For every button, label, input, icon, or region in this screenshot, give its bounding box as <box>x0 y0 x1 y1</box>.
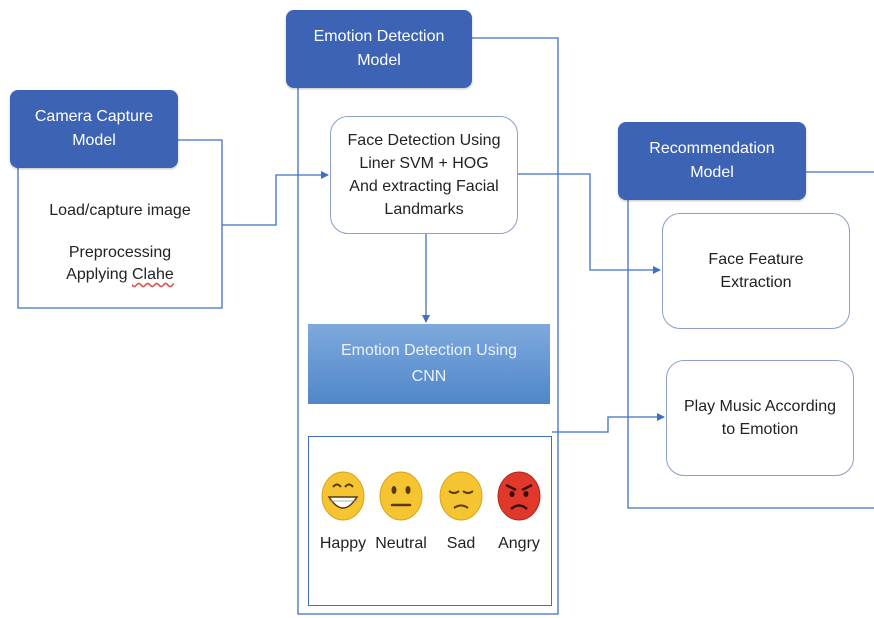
music-line2: to Emotion <box>721 421 799 438</box>
emotion-detection-model-header: Emotion Detection Model <box>286 10 472 88</box>
emotion-label-sad: Sad <box>446 535 476 552</box>
angry-face-icon <box>497 471 541 521</box>
cnn-line1: Emotion Detection Using <box>340 342 518 359</box>
camera-title-line2: Model <box>72 132 116 149</box>
feature-line2: Extraction <box>720 274 792 291</box>
recommendation-container-outline-left <box>627 198 874 509</box>
emotion-title-line2: Model <box>357 52 401 69</box>
feature-line1: Face Feature <box>708 251 804 268</box>
emotion-label-neutral: Neutral <box>375 535 427 552</box>
music-line1: Play Music According <box>683 398 837 415</box>
face-detection-to-feature-arrow <box>518 173 661 274</box>
camera-capture-model-header: Camera Capture Model <box>10 90 178 168</box>
emotion-title-line1: Emotion Detection <box>313 28 445 45</box>
applying-text: Applying <box>66 266 132 283</box>
emotion-label-angry: Angry <box>498 535 540 552</box>
face-feature-extraction-box: Face Feature Extraction <box>662 213 850 329</box>
camera-container-outline <box>17 139 223 309</box>
neutral-face-icon <box>379 471 423 521</box>
face-detection-line1: Face Detection Using <box>347 132 501 149</box>
emotions-box: Happy Neutral Sad Angry <box>308 436 552 606</box>
preprocessing-text: Preprocessing Applying Clahe <box>30 242 210 286</box>
emotion-container-outline <box>297 37 559 615</box>
load-capture-text: Load/capture image <box>49 202 191 219</box>
emotion-label-happy: Happy <box>319 535 367 552</box>
face-detection-line2: Liner SVM + HOG <box>359 155 489 172</box>
recommendation-model-header: Recommendation Model <box>618 122 806 200</box>
face-detection-line3: And extracting Facial <box>349 178 499 195</box>
camera-title-line1: Camera Capture <box>34 108 154 125</box>
camera-to-face-detection-arrow <box>222 171 329 226</box>
play-music-box: Play Music According to Emotion <box>666 360 854 476</box>
cnn-line2: CNN <box>411 368 447 385</box>
pensive-face-icon <box>439 471 483 521</box>
cnn-detection-box: Emotion Detection Using CNN <box>308 324 550 404</box>
grinning-face-icon <box>321 471 365 521</box>
recommendation-title-line1: Recommendation <box>649 140 775 157</box>
clahe-text: Clahe <box>132 266 174 283</box>
preprocessing-line1: Preprocessing <box>68 244 172 261</box>
face-detection-box: Face Detection Using Liner SVM + HOG And… <box>330 116 518 234</box>
recommendation-title-line2: Model <box>690 164 734 181</box>
emotion-to-music-arrow <box>552 413 665 433</box>
preprocessing-line2: Applying Clahe <box>30 264 210 286</box>
face-detection-line4: Landmarks <box>384 201 464 218</box>
